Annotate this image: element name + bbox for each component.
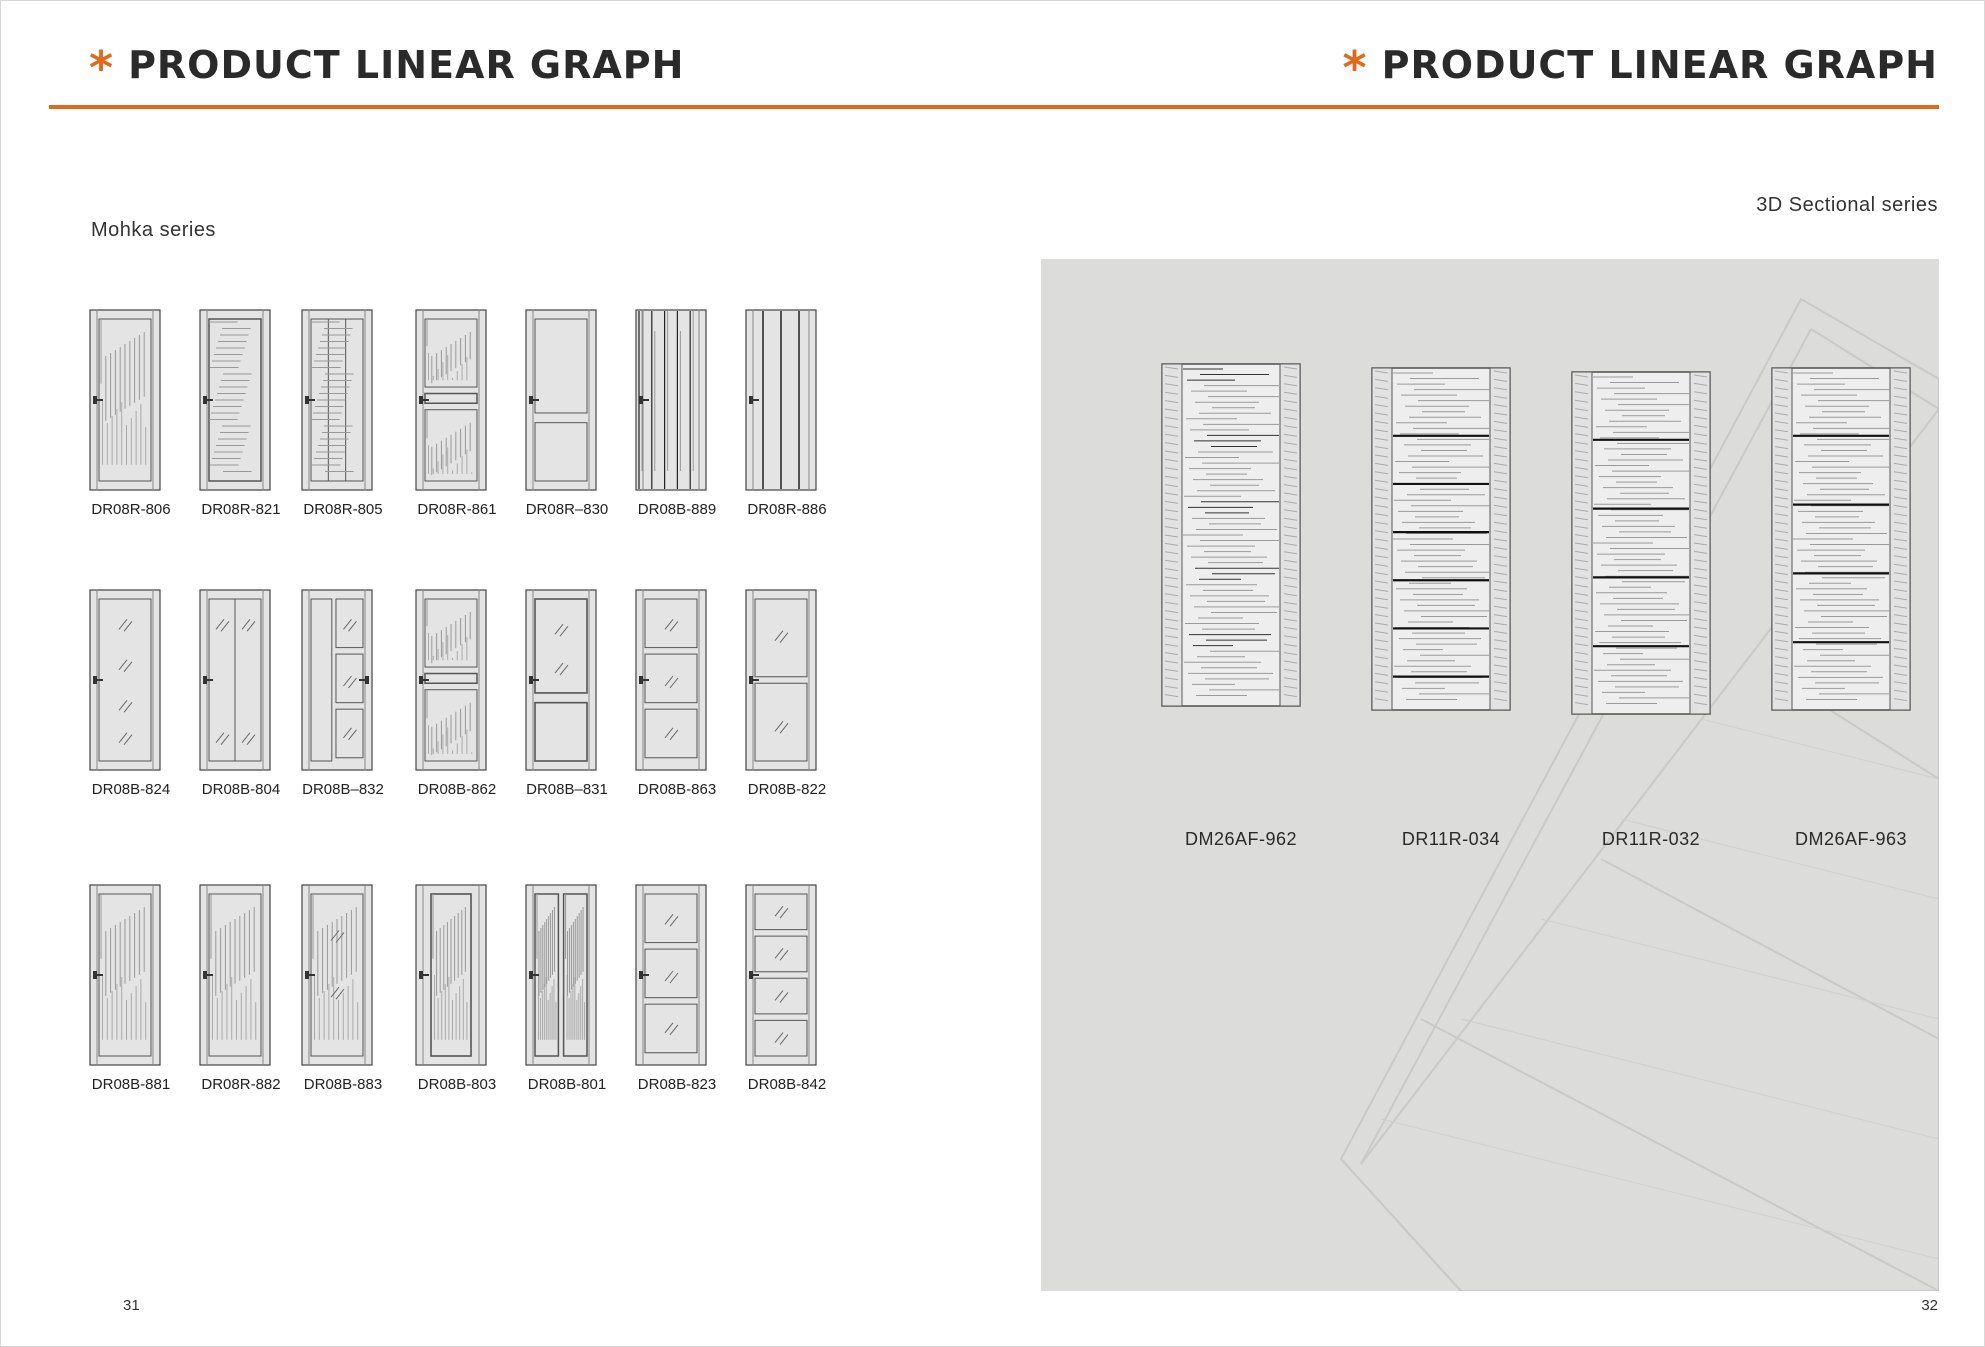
door-drawing bbox=[89, 884, 161, 1066]
door-drawing bbox=[635, 884, 707, 1066]
series-label-mohka: Mohka series bbox=[91, 219, 216, 241]
door-product-card: DR08R-886 bbox=[737, 301, 837, 531]
door-model-code: DR08B–832 bbox=[302, 781, 384, 798]
series-label-3d-sectional: 3D Sectional series bbox=[1756, 194, 1938, 216]
asterisk-icon: * bbox=[89, 41, 115, 95]
door-model-code: DR08B-889 bbox=[637, 501, 717, 518]
page-title-left: * PRODUCT LINEAR GRAPH bbox=[89, 39, 684, 91]
door-model-code: DR08R-886 bbox=[747, 501, 827, 518]
door-drawing bbox=[89, 589, 161, 771]
door-product-card: DR08B–832 bbox=[293, 581, 393, 811]
door-row: DR08B-881 DR08R-882 DR08B-883 DR08B-803 DR08… bbox=[81, 876, 861, 1106]
door-drawing bbox=[415, 309, 487, 491]
door-product-card: DR08R-861 bbox=[407, 301, 507, 531]
door-product-card: DR08B-822 bbox=[737, 581, 837, 811]
door-drawing bbox=[745, 884, 817, 1066]
door-drawing bbox=[525, 309, 597, 491]
door-product-card: DR08B-803 bbox=[407, 876, 507, 1106]
door-drawing bbox=[301, 589, 373, 771]
door-drawing bbox=[525, 884, 597, 1066]
door-model-code: DR08B-863 bbox=[637, 781, 717, 798]
door-model-code: DR08B-822 bbox=[747, 781, 827, 798]
door-model-code: DR08B-804 bbox=[201, 781, 281, 798]
door-model-code: DR08B-883 bbox=[303, 1076, 383, 1093]
door-drawing bbox=[199, 309, 271, 491]
title-text: PRODUCT LINEAR GRAPH bbox=[128, 43, 685, 87]
page-number-left: 31 bbox=[123, 1297, 140, 1314]
door-drawing bbox=[199, 589, 271, 771]
door-model-code: DR08R-882 bbox=[201, 1076, 281, 1093]
door-model-code: DR11R-034 bbox=[1401, 829, 1501, 849]
sectional-door-card: DM26AF-962 bbox=[1161, 363, 1321, 849]
asterisk-icon: * bbox=[1342, 41, 1368, 95]
door-product-card: DR08B-824 bbox=[81, 581, 181, 811]
door-model-code: DM26AF-962 bbox=[1184, 829, 1298, 849]
page-title-right: * PRODUCT LINEAR GRAPH bbox=[1343, 39, 1938, 91]
sectional-door-drawing bbox=[1371, 367, 1511, 711]
door-model-code: DR08B-862 bbox=[417, 781, 497, 798]
door-product-card: DR08R-821 bbox=[191, 301, 291, 531]
sectional-door-drawing bbox=[1161, 363, 1301, 707]
door-drawing bbox=[635, 309, 707, 491]
door-drawing bbox=[89, 309, 161, 491]
door-product-card: DR08R-882 bbox=[191, 876, 291, 1106]
door-product-card: DR08B-862 bbox=[407, 581, 507, 811]
door-product-card: DR08B-863 bbox=[627, 581, 727, 811]
door-drawing bbox=[415, 589, 487, 771]
sectional-door-drawing bbox=[1571, 371, 1711, 715]
door-product-card: DR08B-801 bbox=[517, 876, 617, 1106]
door-model-code: DR08B-842 bbox=[747, 1076, 827, 1093]
door-drawing bbox=[199, 884, 271, 1066]
page-number-right: 32 bbox=[1921, 1297, 1938, 1314]
door-drawing bbox=[745, 309, 817, 491]
door-row: DR08B-824 DR08B-804 DR08B–832 DR08B-862 DR08… bbox=[81, 581, 861, 811]
sectional-door-card: DR11R-034 bbox=[1371, 367, 1531, 849]
sectional-door-drawing bbox=[1771, 367, 1911, 711]
door-drawing bbox=[635, 589, 707, 771]
door-model-code: DR08B-881 bbox=[91, 1076, 171, 1093]
door-model-code: DR08B-801 bbox=[527, 1076, 607, 1093]
door-product-card: DR08R-805 bbox=[293, 301, 393, 531]
door-product-card: DR08B-889 bbox=[627, 301, 727, 531]
door-row: DR08R-806 DR08R-821 DR08R-805 DR08R-861 DR08… bbox=[81, 301, 861, 531]
door-drawing bbox=[525, 589, 597, 771]
title-text: PRODUCT LINEAR GRAPH bbox=[1381, 43, 1938, 87]
door-drawing bbox=[745, 589, 817, 771]
door-drawing bbox=[301, 309, 373, 491]
door-product-card: DR08B-804 bbox=[191, 581, 291, 811]
door-model-code: DR08R-805 bbox=[303, 501, 383, 518]
door-drawing bbox=[301, 884, 373, 1066]
header-divider bbox=[49, 105, 1939, 109]
door-product-card: DR08B-842 bbox=[737, 876, 837, 1106]
door-product-card: DR08B-881 bbox=[81, 876, 181, 1106]
door-product-card: DR08R-806 bbox=[81, 301, 181, 531]
door-model-code: DR08B–831 bbox=[526, 781, 608, 798]
sectional-door-card: DR11R-032 bbox=[1571, 371, 1731, 849]
door-drawing bbox=[415, 884, 487, 1066]
door-model-code: DR08R-806 bbox=[91, 501, 171, 518]
door-model-code: DR08B-823 bbox=[637, 1076, 717, 1093]
door-product-card: DR08B-823 bbox=[627, 876, 727, 1106]
door-model-code: DR11R-032 bbox=[1601, 829, 1701, 849]
door-product-card: DR08B-883 bbox=[293, 876, 393, 1106]
door-product-card: DR08R–830 bbox=[517, 301, 617, 531]
door-model-code: DM26AF-963 bbox=[1794, 829, 1908, 849]
door-model-code: DR08R–830 bbox=[525, 501, 609, 518]
door-product-card: DR08B–831 bbox=[517, 581, 617, 811]
door-model-code: DR08B-803 bbox=[417, 1076, 497, 1093]
door-model-code: DR08R-861 bbox=[417, 501, 497, 518]
door-model-code: DR08B-824 bbox=[91, 781, 171, 798]
sectional-series-panel: DM26AF-962 DR11R-034 DR11R-032 DM26AF-963 bbox=[1041, 259, 1939, 1291]
sectional-door-card: DM26AF-963 bbox=[1771, 367, 1931, 849]
door-model-code: DR08R-821 bbox=[201, 501, 281, 518]
